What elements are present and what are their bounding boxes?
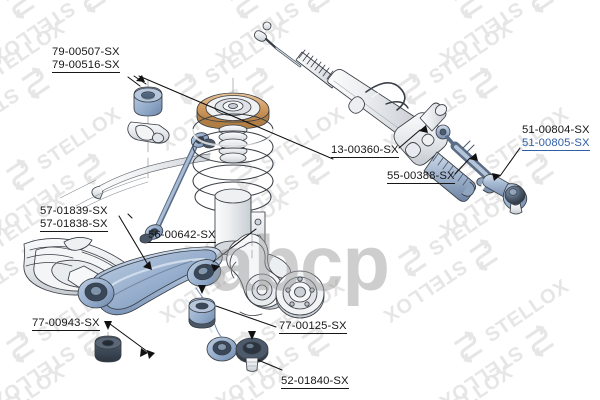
label-51-00804-line-2: 51-00805-SX — [522, 137, 590, 150]
label-56-00642-line-1: 56-00642-SX — [148, 229, 216, 241]
label-52-01840[interactable]: 52-01840-SX — [281, 375, 349, 390]
label-79-00507-line-1: 79-00507-SX — [52, 46, 120, 58]
label-13-00360[interactable]: 13-00360-SX — [331, 144, 399, 159]
label-77-00125[interactable]: 77-00125-SX — [279, 320, 347, 335]
label-13-00360-line-1: 13-00360-SX — [331, 144, 399, 156]
label-79-00507-line-2: 79-00516-SX — [52, 59, 120, 72]
label-57-01839-line-2: 57-01838-SX — [40, 218, 108, 231]
label-77-00125-line-1: 77-00125-SX — [279, 320, 347, 332]
label-52-01840-line-1: 52-01840-SX — [281, 375, 349, 387]
label-51-00804-line-1: 51-00804-SX — [522, 124, 590, 136]
label-55-00388[interactable]: 55-00388-SX — [387, 170, 455, 185]
label-55-00388-line-1: 55-00388-SX — [387, 170, 455, 182]
label-56-00642[interactable]: 56-00642-SX — [148, 229, 216, 244]
label-77-00943-line-1: 77-00943-SX — [32, 317, 100, 329]
label-77-00943[interactable]: 77-00943-SX — [32, 317, 100, 332]
label-57-01839-line-1: 57-01839-SX — [40, 205, 108, 217]
